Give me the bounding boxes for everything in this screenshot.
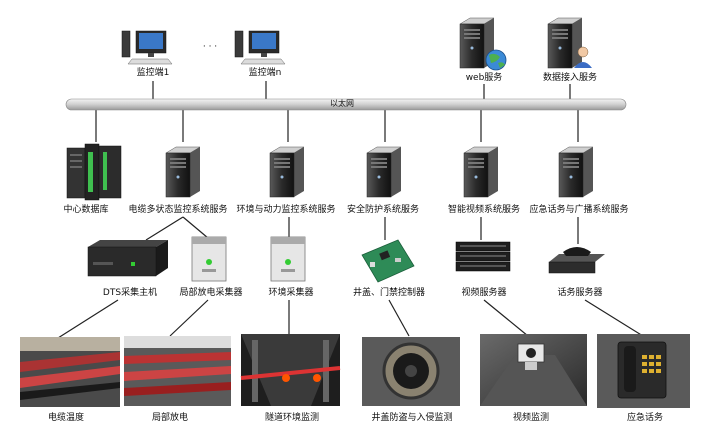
tunnel-label: 隧道环境监测: [264, 413, 320, 423]
emergency-phone-photo: [597, 334, 690, 408]
video-service-label: 智能视频系统服务: [447, 205, 521, 215]
line-videoserver-cam: [483, 299, 529, 337]
emergency-server-icon: [558, 146, 594, 198]
monitorn-label: 监控端n: [248, 68, 282, 78]
pd-collector-label: 局部放电采集器: [179, 288, 243, 298]
video-monitoring-photo: [480, 334, 587, 406]
dts-host-device-icon: [87, 240, 168, 277]
data-access-server-icon: [547, 17, 592, 69]
security-server-icon: [366, 146, 402, 198]
line-controller-manhole: [388, 299, 410, 337]
partial-discharge-collector-icon: [191, 236, 227, 282]
manhole-photo: [362, 337, 460, 406]
line-cable-pd: [182, 216, 209, 239]
video-photo-label: 视频监测: [512, 413, 550, 423]
web-server-icon: [459, 17, 507, 71]
door-controller-label: 井盖、门禁控制器: [352, 288, 426, 298]
cable-monitor-server-icon: [165, 146, 201, 198]
monitor1-pc-icon: [121, 30, 173, 65]
monitorn-pc-icon: [234, 30, 286, 65]
video-server-label: 视频服务器: [461, 288, 507, 298]
partial-discharge-photo: [124, 336, 231, 406]
dts-host-label: DTS采集主机: [102, 288, 158, 298]
environment-collector-icon: [270, 236, 306, 282]
pd-photo-label: 局部放电: [151, 413, 189, 423]
phone-server-label: 话务服务器: [557, 288, 603, 298]
web-service-label: web服务: [465, 73, 503, 83]
cable-temperature-photo: [20, 337, 120, 407]
video-server-service-icon: [463, 146, 499, 198]
monitor1-label: 监控端1: [136, 68, 170, 78]
cable-temp-label: 电缆温度: [47, 413, 85, 423]
env-collector-label: 环境采集器: [268, 288, 314, 298]
env-power-server-icon: [269, 146, 305, 198]
line-dts-temp: [57, 299, 119, 339]
emergency-service-label: 应急话务与广播系统服务: [529, 205, 629, 215]
line-cable-dts: [145, 216, 184, 241]
line-pd-photo: [169, 299, 209, 337]
video-server-device-icon: [455, 241, 511, 272]
connection-lines: [57, 81, 644, 339]
data-access-service-label: 数据接入服务: [542, 73, 598, 83]
database-label: 中心数据库: [63, 205, 109, 215]
ethernet-label: 以太网: [330, 99, 354, 108]
manhole-label: 井盖防盗与入侵监测: [371, 413, 453, 423]
phone-server-device-icon: [548, 247, 605, 274]
manhole-access-controller-icon: [361, 239, 415, 283]
ethernet-bus: [65, 98, 627, 111]
ellipsis-label: · · ·: [202, 42, 218, 52]
security-service-label: 安全防护系统服务: [346, 205, 420, 215]
env-power-service-label: 环境与动力监控系统服务: [236, 205, 336, 215]
database-server-icon: [66, 143, 122, 201]
phone-photo-label: 应急话务: [626, 413, 664, 423]
line-phoneserver-phone: [584, 299, 644, 337]
tunnel-environment-photo: [240, 334, 341, 406]
cable-service-label: 电缆多状态监控系统服务: [128, 205, 228, 215]
